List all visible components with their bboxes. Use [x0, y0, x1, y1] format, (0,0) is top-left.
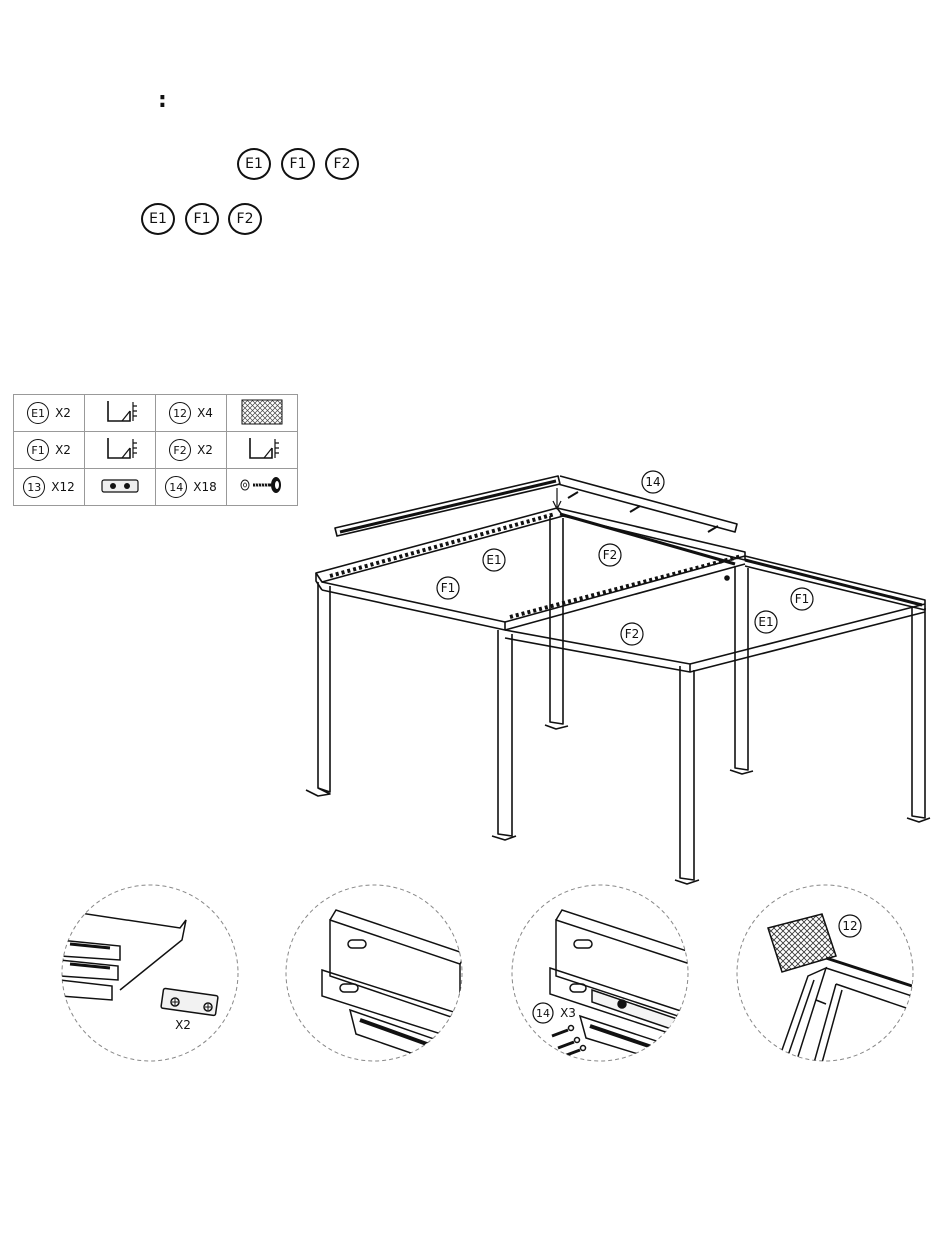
- detail-view-screw-fixing: 14 X3: [512, 885, 696, 1070]
- beam-e1-left: [316, 508, 563, 582]
- detail-quantity: X3: [560, 1006, 576, 1020]
- detail-part-number: 12: [842, 919, 857, 933]
- detail-quantity: X2: [175, 1018, 191, 1032]
- detail-views: X2: [0, 880, 950, 1080]
- label-screw: 14: [645, 475, 660, 489]
- label-beam: F2: [625, 627, 640, 641]
- detail-part-number: 14: [536, 1007, 550, 1020]
- detail-view-connector: X2: [60, 885, 238, 1061]
- label-beam: F1: [441, 581, 456, 595]
- detail-view-beam-joint: [286, 885, 466, 1070]
- label-beam: F1: [795, 592, 810, 606]
- label-beam: E1: [486, 553, 501, 567]
- label-beam: E1: [758, 615, 773, 629]
- label-beam: F2: [603, 548, 618, 562]
- detail-view-mesh-panel: 12: [737, 885, 913, 1070]
- assembly-diagram: 14 E1 F2 F1 F2 F1 E1: [0, 0, 950, 900]
